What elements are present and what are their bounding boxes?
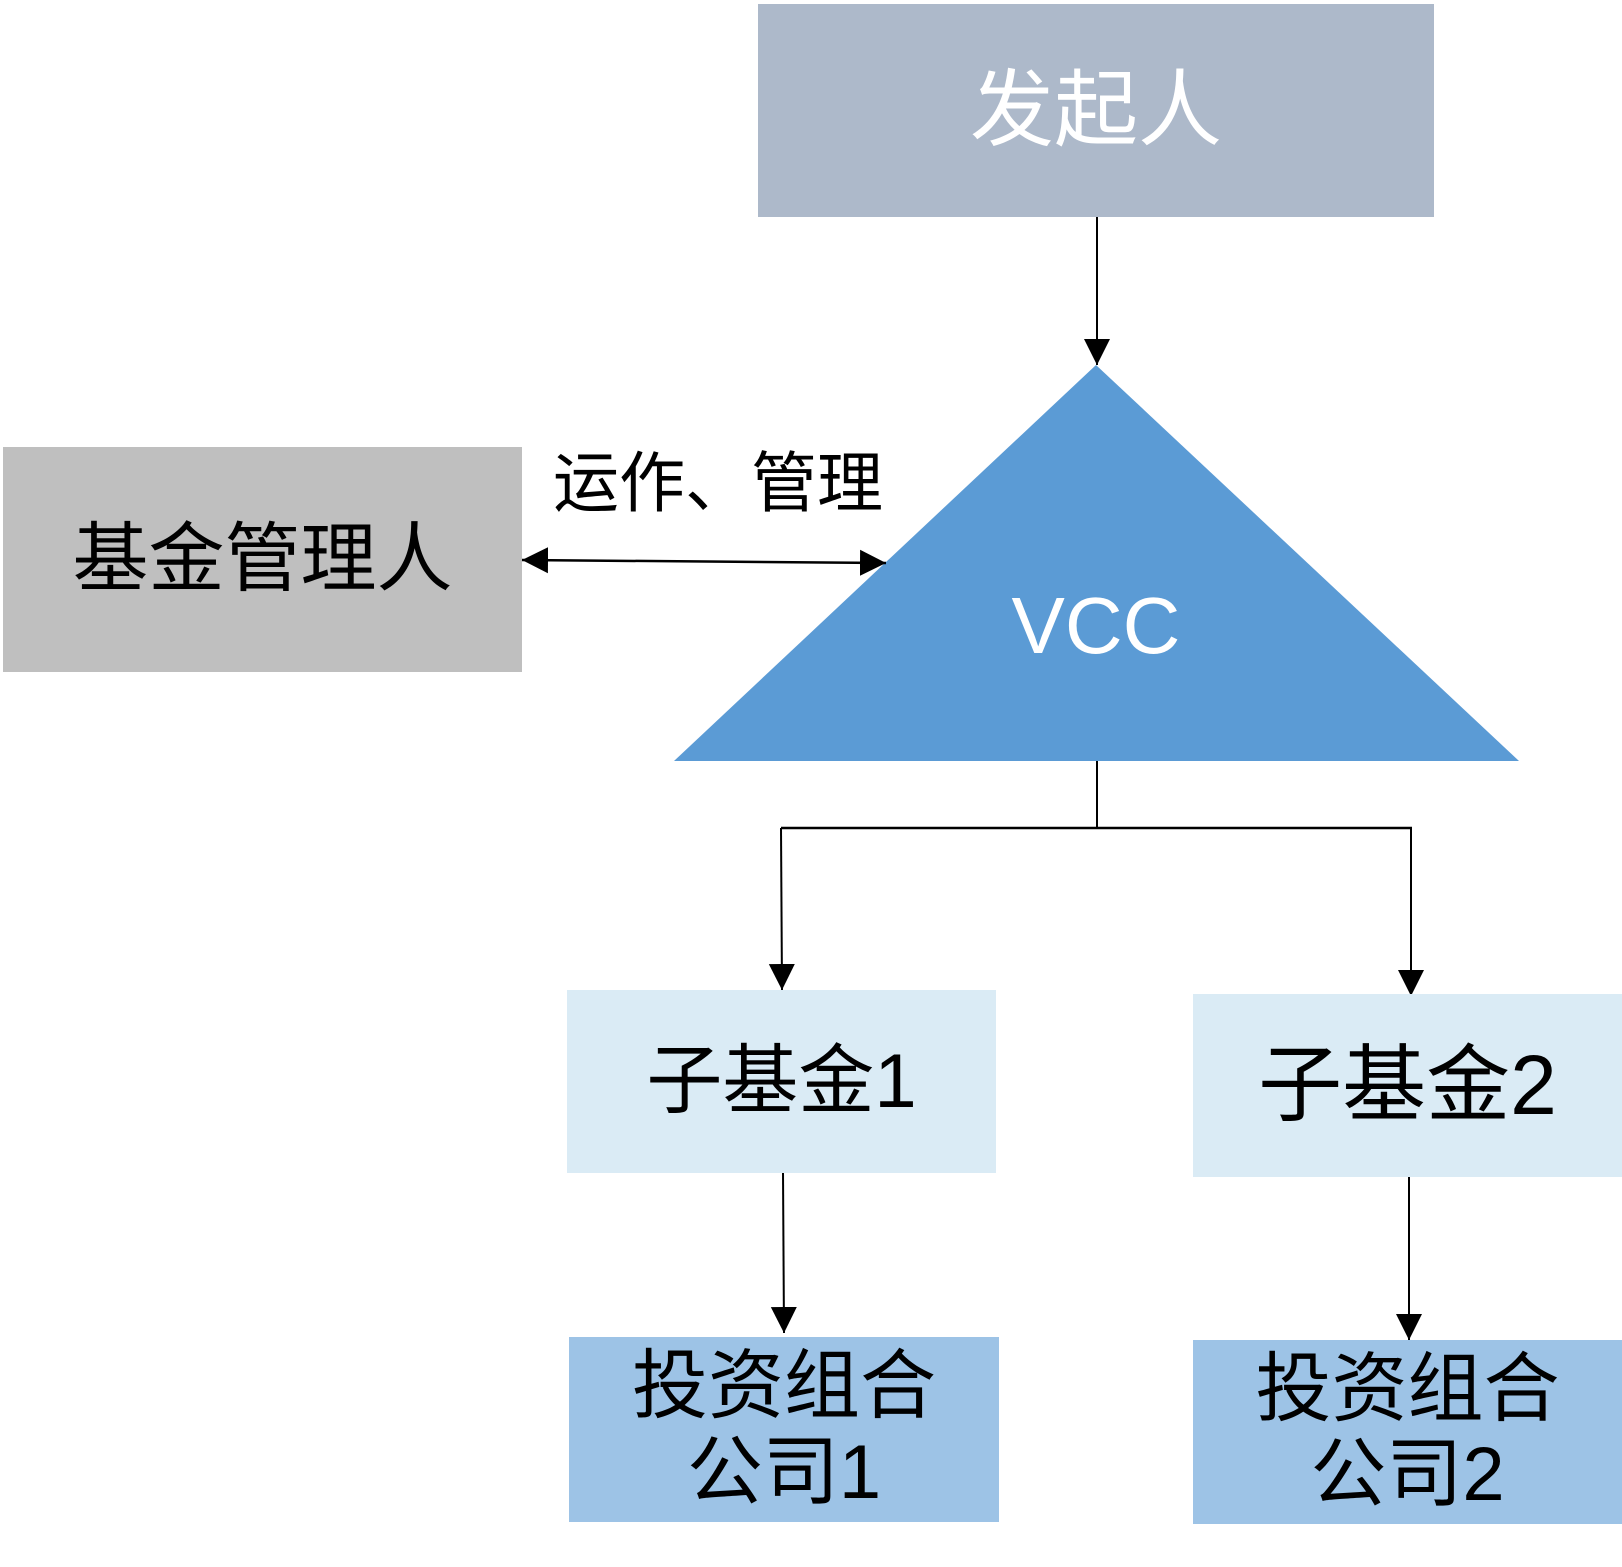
node-vcc-label: VCC <box>1011 581 1181 670</box>
node-sub-fund-1-label: 子基金1 <box>646 1038 917 1124</box>
node-portfolio-1[interactable]: 投资组合 公司1 <box>569 1337 999 1522</box>
node-sub-fund-2[interactable]: 子基金2 <box>1193 994 1622 1177</box>
node-fund-manager-label: 基金管理人 <box>72 516 453 602</box>
vcc-triangle[interactable] <box>674 365 1519 761</box>
node-portfolio-2-line1: 投资组合 <box>1255 1346 1560 1432</box>
node-sub-fund-1[interactable]: 子基金1 <box>567 990 996 1173</box>
node-portfolio-2-line2: 公司2 <box>1310 1432 1505 1517</box>
node-portfolio-1-line1: 投资组合 <box>632 1344 936 1430</box>
node-portfolio-1-line2: 公司1 <box>686 1429 882 1515</box>
node-portfolio-2[interactable]: 投资组合 公司2 <box>1193 1340 1622 1524</box>
node-sponsor-label: 发起人 <box>969 63 1222 158</box>
edge-vcc-sub1 <box>768 827 795 991</box>
edge-label-manager-vcc: 运作、管理 <box>553 446 883 520</box>
edge-sub1-portfolio1 <box>770 1171 797 1334</box>
node-fund-manager[interactable]: 基金管理人 <box>3 447 522 672</box>
node-sponsor[interactable]: 发起人 <box>758 4 1434 217</box>
node-sub-fund-2-label: 子基金2 <box>1258 1038 1557 1133</box>
edge-manager-vcc <box>521 547 887 576</box>
